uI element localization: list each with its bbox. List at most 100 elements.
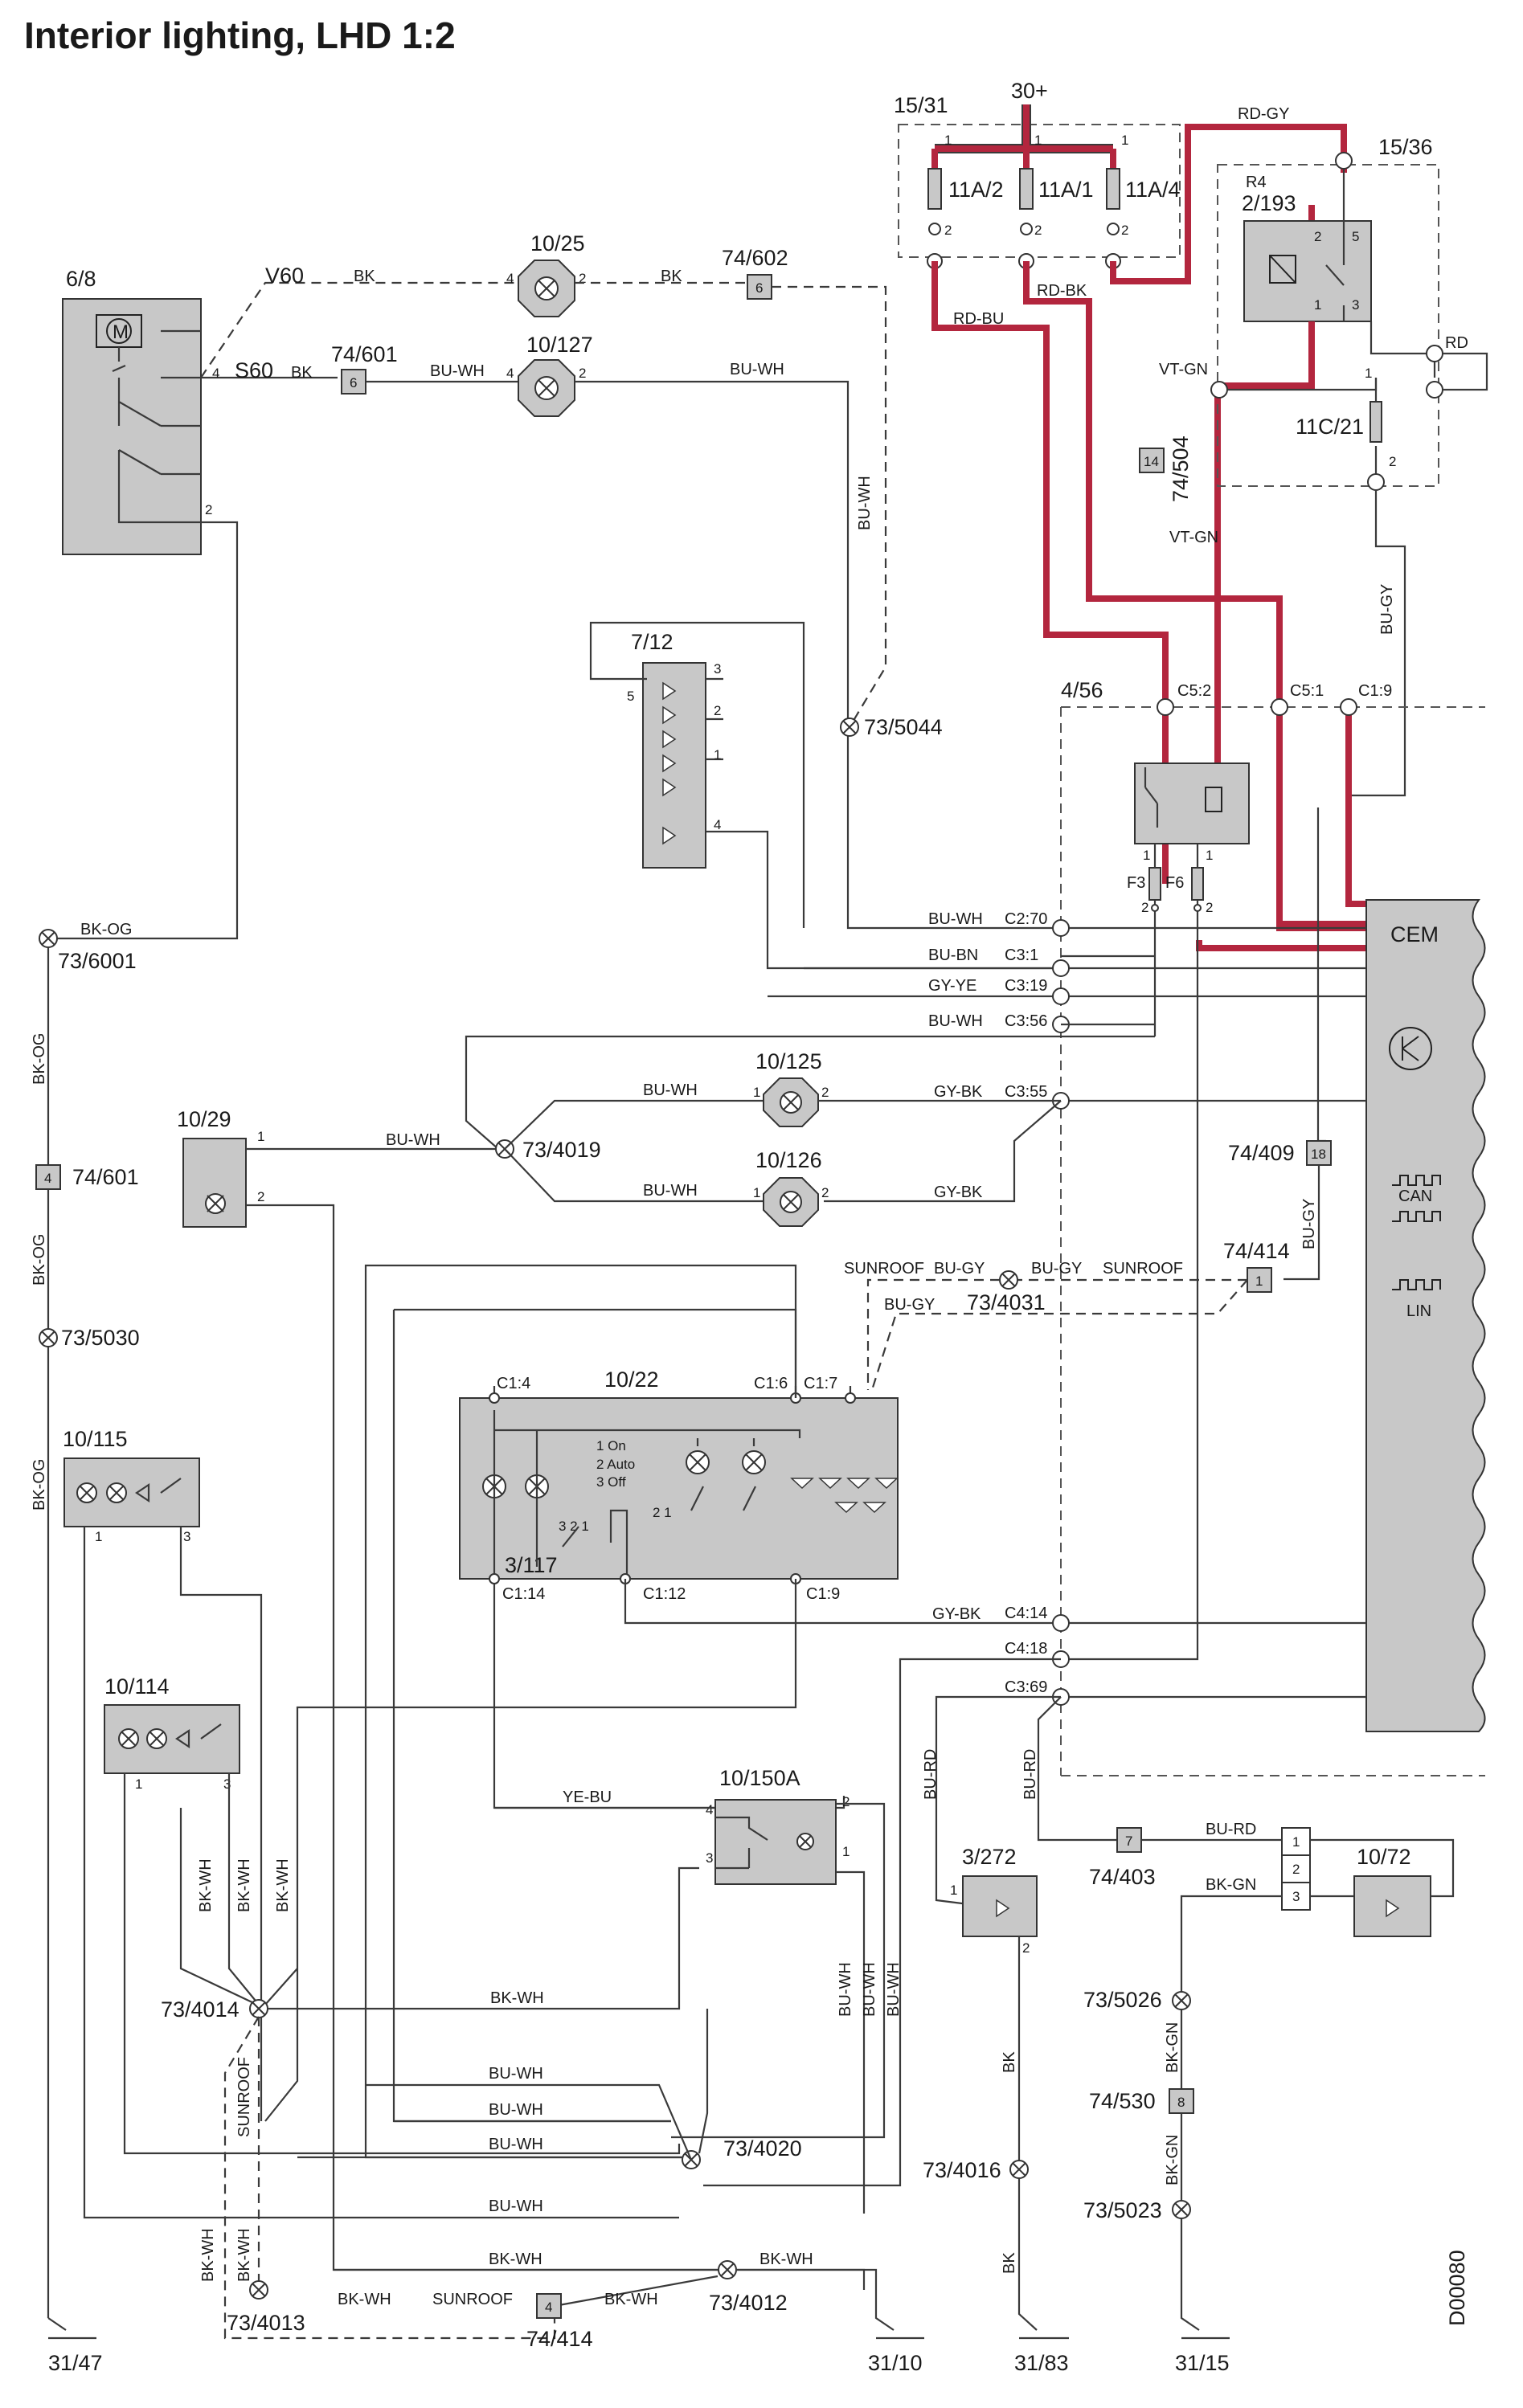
wire-or-pin-label: BU-WH [489,2065,543,2083]
wire-or-pin-label: 4 [212,366,219,381]
wire-or-pin-label: 7 [1125,1834,1132,1849]
wire-or-pin-label: 2 [579,271,586,286]
label-73-6001: 73/6001 [58,949,137,973]
wire-or-pin-label: BK-WH [490,1989,544,2007]
wire-or-pin-label: BU-WH [928,910,983,928]
wire-or-pin-label: SUNROOF [432,2291,513,2308]
document-id: D00080 [1445,2250,1469,2326]
wire-or-pin-label: BU-WH [856,476,874,530]
label-74-414a: 74/414 [1223,1239,1290,1263]
label-v60: V60 [265,264,304,288]
wire-or-pin-label: C1:7 [804,1375,837,1392]
wire-or-pin-label: BU-RD [922,1749,940,1800]
module-4-56: 4/56 C5:2 C5:1 C1:9 F3 F6 1 1 2 2 [1060,678,1485,1776]
wire-or-pin-label: C3:56 [1005,1012,1047,1030]
wire-or-pin-label: BK-OG [80,921,132,938]
fuse-11a-1: 11A/1 [1038,178,1094,202]
label-73-4020: 73/4020 [723,2136,802,2161]
wire-or-pin-label: BU-BN [928,946,978,964]
wire-or-pin-label: GY-BK [934,1184,983,1201]
cem-lower-connectors: C4:14 C4:18 C3:69 BU-RD BU-RD [703,924,1366,2187]
label-74-504: 74/504 [1169,435,1193,502]
fuse-11a-4: 11A/4 [1125,178,1181,202]
ground-31-47: 31/47 [48,2351,103,2375]
wire-or-pin-label: C3:1 [1005,946,1038,964]
fuse-f6: F6 [1165,874,1184,892]
wire-or-pin-label: 1 [1121,133,1128,148]
label-10-72: 10/72 [1357,1845,1411,1869]
label-73-4031: 73/4031 [967,1290,1046,1314]
wire-or-pin-label: 2 [1314,229,1321,244]
wire-or-pin-label: BU-GY [1031,1260,1082,1278]
wire-or-pin-label: BK-WH [489,2251,542,2268]
wire-or-pin-label: BK-WH [338,2291,391,2308]
wire-or-pin-label: VT-GN [1159,361,1208,378]
wire-or-pin-label: RD [1445,334,1468,352]
wire-or-pin-label: BU-WH [837,1962,854,2017]
wire-or-pin-label: 1 [753,1085,760,1100]
wire-or-pin-label: 2 [714,703,721,718]
component-10-22: 10/22 3/117 C1:4 C1:6 C1:7 C1:14 C1:12 C… [264,1264,1061,2159]
wire-or-pin-label: 2 Auto [596,1457,635,1472]
label-10-29: 10/29 [177,1107,231,1131]
wire-or-pin-label: BU-WH [386,1131,440,1149]
wire-or-pin-label: 2 [1141,900,1148,915]
label-10-127: 10/127 [526,333,593,357]
label-15-36: 15/36 [1378,135,1433,159]
wire-or-pin-label: BK-GN [1164,2135,1181,2185]
wire-or-pin-label: C3:69 [1005,1678,1047,1696]
wire-or-pin-label: BU-WH [489,2197,543,2215]
wire-or-pin-label: 3 [183,1529,190,1544]
wire-or-pin-label: 1 [1143,848,1150,863]
label-74-414b: 74/414 [526,2327,593,2351]
label-73-4019: 73/4019 [522,1138,601,1162]
label-10-22: 10/22 [604,1368,659,1392]
wire-or-pin-label: GY-BK [934,1083,983,1101]
wire-or-pin-label: BK-WH [274,1858,292,1912]
label-10-114: 10/114 [104,1674,170,1699]
label-30-plus: 30+ [1011,79,1048,103]
bk-wh-labels: BK-WH BK-WH BK-WH [179,1808,298,2005]
wire-or-pin-label: 18 [1311,1147,1326,1162]
wire-or-pin-label: 6 [755,280,763,296]
svg-text:M: M [113,321,129,343]
label-73-4013: 73/4013 [227,2311,305,2335]
wire-or-pin-label: 2 [579,366,586,381]
wire-or-pin-label: 4 [714,817,721,832]
ground-31-83: 31/83 [1014,2351,1069,2375]
wire-or-pin-label: 4 [44,1171,51,1186]
label-2-193: 2/193 [1242,191,1296,215]
wire-or-pin-label: 2 [821,1085,829,1100]
wire-or-pin-label: 1 [944,133,952,148]
component-3-272: 3/272 1 2 BK 73/4016 BK 31/83 [923,1845,1069,2375]
label-3-272: 3/272 [962,1845,1017,1869]
label-lin: LIN [1406,1302,1431,1320]
wire-or-pin-label: C2:70 [1005,910,1047,928]
wire-or-pin-label: 1 [135,1776,142,1792]
component-10-150a: 10/150A 4 3 2 1 YE-BU BU-WH BU-WH BU-WH [494,1766,903,2214]
wire-or-pin-label: BK-OG [31,1234,48,1286]
component-10-72: 7 74/403 BU-RD 1 2 3 10/72 BK-GN 73/5026… [1083,1821,1455,2375]
wire-or-pin-label: C5:2 [1177,682,1211,700]
component-10-29: 10/29 1 2 BU-WH [177,1107,866,2290]
wire-or-pin-label: 3 Off [596,1474,626,1490]
wire-or-pin-label: BK-WH [197,1858,215,1912]
wire-or-pin-label: 6 [350,375,357,390]
label-73-4012: 73/4012 [709,2291,788,2315]
wire-or-pin-label: C4:14 [1005,1605,1047,1622]
wire-or-pin-label: RD-BU [953,310,1004,328]
wire-or-pin-label: 14 [1144,454,1159,469]
wire-or-pin-label: 2 [821,1185,829,1200]
splice-73-4019: 73/4019 BU-WH BU-WH [495,1081,764,1203]
wire-or-pin-label: RD-GY [1238,105,1289,123]
wire-or-pin-label: 2 [1389,454,1396,469]
splice-73-4014: 73/4014 BK-WH SUNROOF BK-WH BK-WH [161,1866,699,2340]
wire-or-pin-label: BK-OG [31,1459,48,1511]
wire-or-pin-label: 2 [257,1189,264,1204]
label-74-601b: 74/601 [72,1165,139,1189]
bu-gy-wires: 18 74/409 BU-GY 1 74/414 73/4031 SUNROOF… [844,807,1332,1391]
label-6-8: 6/8 [66,267,96,291]
wire-or-pin-label: C4:18 [1005,1640,1047,1658]
wire-or-pin-label: 4 [506,366,514,381]
wire-or-pin-label: BK [1001,2252,1018,2274]
